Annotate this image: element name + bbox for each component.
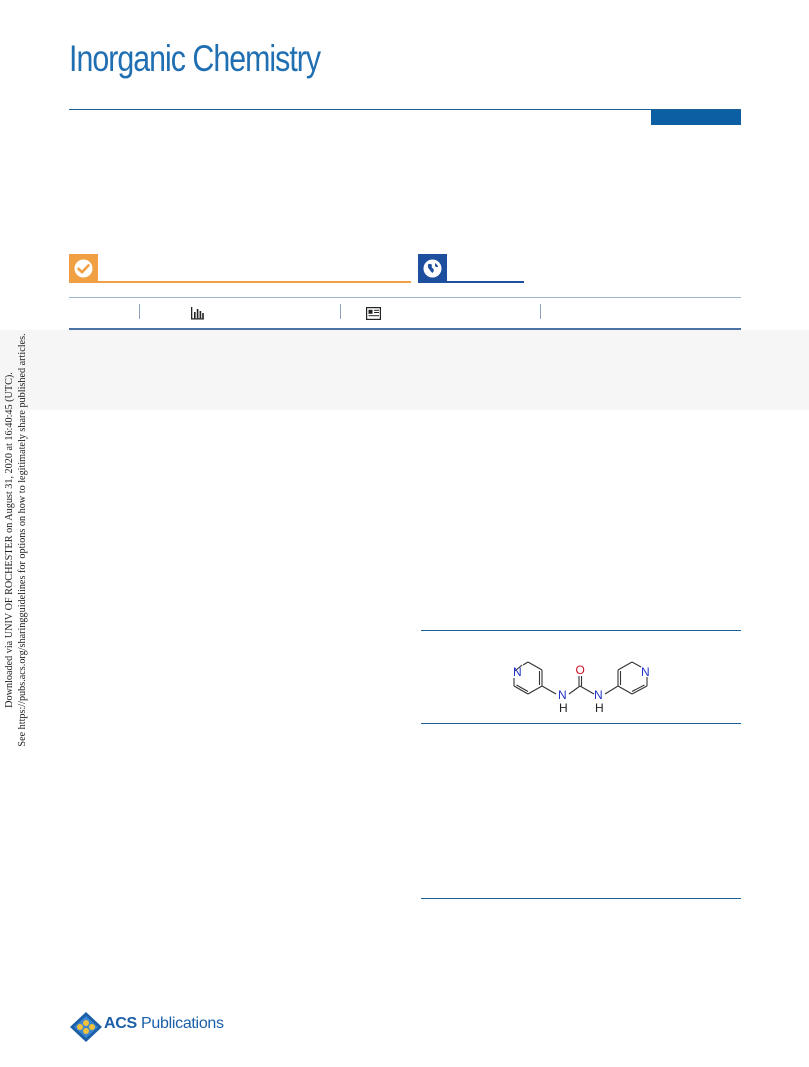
atom-label: N: [558, 688, 567, 702]
atom-label: O: [576, 663, 585, 677]
left-pyridine-ring: [513, 661, 543, 695]
metrics-bar-bottom-rule: [69, 328, 741, 330]
metrics-separator: [540, 304, 541, 319]
open-access-rule: [98, 281, 411, 283]
metrics-separator: [340, 304, 341, 319]
publisher-name-bold: ACS: [104, 1015, 137, 1032]
publisher-name[interactable]: ACS Publications: [104, 1015, 224, 1033]
download-stamp-line1: Downloaded via UNIV OF ROCHESTER on Augu…: [4, 372, 15, 708]
urea-linker: [541, 676, 619, 695]
header-tab: [651, 110, 741, 125]
article-recommendations-icon[interactable]: [366, 307, 381, 320]
header-rule: [69, 109, 741, 110]
download-stamp-line2: See https://pubs.acs.org/sharingguidelin…: [17, 333, 28, 747]
acs-logo-icon[interactable]: [69, 1011, 103, 1043]
right-pyridine-ring: [617, 661, 648, 695]
atom-label: N: [641, 665, 650, 679]
journal-title: Inorganic Chemistry: [69, 38, 321, 79]
check-circle-icon: [74, 259, 93, 278]
figure-top-rule: [421, 630, 741, 631]
open-access-badge[interactable]: [69, 254, 98, 283]
globe-icon: [423, 259, 442, 278]
bar-chart-icon[interactable]: [190, 307, 205, 320]
global-access-rule: [447, 281, 524, 283]
atom-label: N: [594, 688, 603, 702]
atom-label: H: [559, 701, 568, 715]
abstract-band: [0, 330, 809, 410]
figure-bottom-rule: [421, 723, 741, 724]
column-rule: [421, 898, 741, 899]
atom-label: N: [513, 665, 522, 679]
global-access-badge[interactable]: [418, 254, 447, 283]
atom-label: H: [595, 701, 604, 715]
download-stamp: Downloaded via UNIV OF ROCHESTER on Augu…: [3, 320, 29, 760]
metrics-bar-top-rule: [69, 297, 741, 298]
metrics-separator: [139, 304, 140, 319]
publisher-name-rest: Publications: [136, 1015, 224, 1032]
chemical-structure: N O N H N H N: [513, 661, 650, 715]
